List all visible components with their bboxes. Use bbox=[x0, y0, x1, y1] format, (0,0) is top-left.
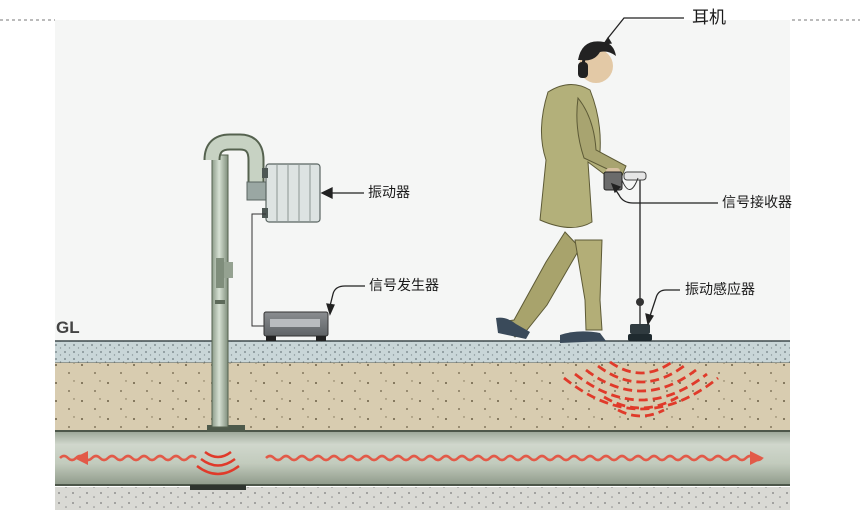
signal-generator-label: 信号发生器 bbox=[369, 279, 439, 293]
headphones-label: 耳机 bbox=[692, 10, 726, 27]
ground-level-label: GL bbox=[56, 319, 80, 336]
vibrator-label: 振动器 bbox=[368, 186, 410, 200]
signal-receiver-label: 信号接收器 bbox=[722, 196, 792, 210]
pipe-leak-point bbox=[190, 485, 246, 490]
vibration-sensor-label: 振动感应器 bbox=[685, 283, 755, 297]
vibration-sensor-device bbox=[628, 324, 652, 341]
